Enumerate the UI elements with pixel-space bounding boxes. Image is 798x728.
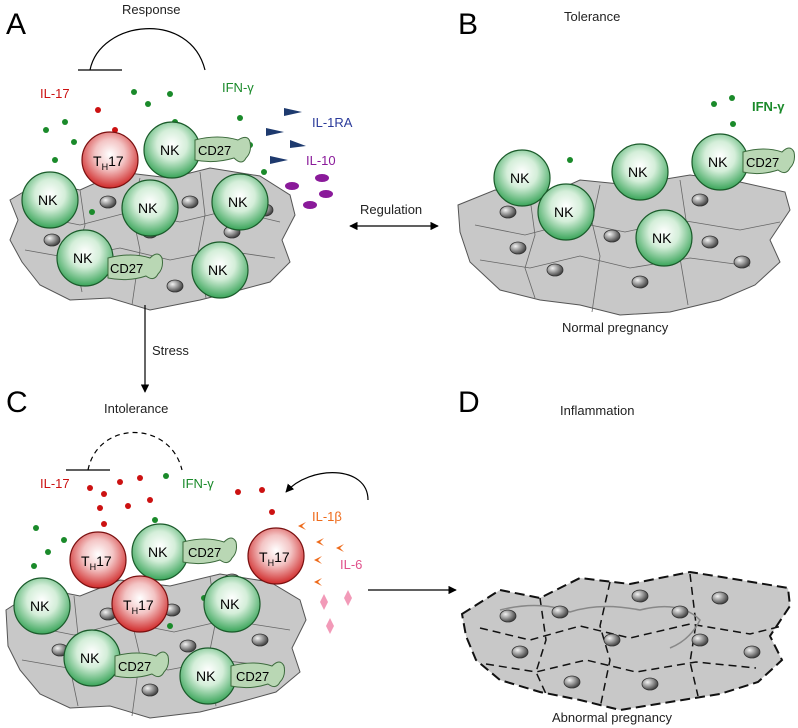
ifn-gamma-label-a: IFN-γ	[222, 80, 254, 95]
nk-cell-c3: NK	[203, 575, 261, 633]
svg-text:NK: NK	[38, 192, 58, 208]
panel-b: B Tolerance IFN-γ N	[457, 8, 795, 335]
svg-text:NK: NK	[208, 262, 228, 278]
il10-label-a: IL-10	[306, 153, 336, 168]
stress-arrow: Stress	[140, 305, 189, 393]
svg-text:Regulation: Regulation	[360, 202, 422, 217]
panel-d: D Inflammation Abnormal pregnancy	[458, 386, 792, 725]
svg-text:NK: NK	[148, 544, 168, 560]
nk-cell-c2: NK	[13, 577, 71, 635]
inflammation-label: Inflammation	[560, 403, 634, 418]
il17-dots-c	[87, 475, 275, 527]
il1b-markers-c	[298, 522, 344, 586]
svg-text:NK: NK	[708, 154, 728, 170]
svg-text:TH17: TH17	[93, 153, 124, 172]
th17-cell-c1: TH17	[69, 531, 127, 589]
svg-text:NK: NK	[228, 194, 248, 210]
tolerance-label: Tolerance	[564, 9, 620, 24]
svg-text:NK: NK	[196, 668, 216, 684]
cd27-receptor-a5	[107, 253, 163, 281]
nk-cell-a2: NK	[21, 171, 79, 229]
response-label: Response	[122, 2, 181, 17]
nk-cell-a5: NK CD27	[56, 229, 163, 287]
svg-text:CD27: CD27	[198, 143, 231, 158]
nk-cell-b2: NK	[611, 143, 669, 201]
cd27-receptor-c4	[114, 651, 169, 679]
il17-label-c: IL-17	[40, 476, 70, 491]
svg-text:NK: NK	[220, 596, 240, 612]
tissue-nuclei-d	[499, 589, 761, 691]
svg-text:CD27: CD27	[236, 669, 269, 684]
svg-text:NK: NK	[510, 170, 530, 186]
svg-text:TH17: TH17	[81, 553, 112, 572]
response-feedback-arc	[89, 28, 206, 71]
ifn-gamma-dots-b	[567, 95, 736, 163]
nk-cell-b1: NK	[493, 149, 551, 207]
normal-pregnancy-label: Normal pregnancy	[562, 320, 669, 335]
regulation-arrow: Regulation	[349, 202, 439, 231]
panel-a-letter: A	[6, 8, 26, 41]
nk-cell-c1: NK CD27	[131, 523, 237, 581]
il17-label-a: IL-17	[40, 86, 70, 101]
ifn-gamma-label-c: IFN-γ	[182, 476, 214, 491]
abnormal-pregnancy-label: Abnormal pregnancy	[552, 710, 672, 725]
svg-text:CD27: CD27	[746, 155, 779, 170]
intolerance-feedback-arc	[87, 431, 183, 471]
panel-c-letter: C	[6, 386, 28, 419]
nk-cell-a4: NK	[211, 173, 269, 231]
il1b-label-c: IL-1β	[312, 509, 342, 524]
svg-text:NK: NK	[73, 250, 93, 266]
panel-d-letter: D	[458, 386, 480, 419]
nk-cell-b4: NK	[635, 209, 693, 267]
il6-markers-c	[320, 590, 352, 634]
th17-cell-c3: TH17	[111, 575, 169, 633]
svg-text:TH17: TH17	[123, 597, 154, 616]
nk-cell-b5: NK CD27	[691, 133, 795, 191]
nk-cell-b3: NK	[537, 183, 595, 241]
svg-text:TH17: TH17	[259, 549, 290, 568]
inflamed-tissue-d	[460, 570, 792, 712]
il1b-feedback-arrow	[285, 472, 369, 501]
svg-text:NK: NK	[138, 200, 158, 216]
panel-c: C Intolerance IL-17 IFN-γ IL-1β IL-6	[5, 386, 369, 719]
svg-text:Stress: Stress	[152, 343, 189, 358]
svg-text:NK: NK	[160, 142, 180, 158]
cd27-receptor-c5	[230, 661, 285, 689]
il1ra-markers-a	[266, 108, 306, 164]
intolerance-label: Intolerance	[104, 401, 168, 416]
cd27-receptor-b5	[742, 147, 795, 175]
nk-cell-a6: NK	[191, 241, 249, 299]
cd27-receptor-a1	[194, 136, 251, 163]
svg-text:CD27: CD27	[188, 545, 221, 560]
svg-text:NK: NK	[652, 230, 672, 246]
nk-cell-a3: NK	[121, 179, 179, 237]
il10-markers-a	[285, 174, 333, 209]
th17-cell-c2: TH17	[247, 527, 305, 585]
panel-b-letter: B	[458, 8, 478, 41]
il1ra-label-a: IL-1RA	[312, 115, 353, 130]
cd27-receptor-c1	[182, 537, 237, 565]
il6-label-c: IL-6	[340, 557, 362, 572]
svg-text:CD27: CD27	[110, 261, 143, 276]
nk-cell-c5: NK CD27	[179, 647, 285, 705]
ifn-gamma-dots-c	[31, 473, 207, 629]
panel-a: A Response IL-17 IFN-γ IL-1RA IL-10	[6, 2, 353, 311]
svg-text:NK: NK	[628, 164, 648, 180]
svg-text:NK: NK	[554, 204, 574, 220]
th17-cell-a: TH17	[81, 131, 139, 189]
svg-text:NK: NK	[80, 650, 100, 666]
tissue-fold-d	[499, 604, 701, 649]
tissue-nuclei-b	[499, 193, 751, 289]
nk-cell-a1: NK CD27	[143, 121, 251, 179]
il17-dots-a	[95, 107, 118, 133]
nk-cell-c4: NK CD27	[63, 629, 169, 687]
svg-text:NK: NK	[30, 598, 50, 614]
svg-text:CD27: CD27	[118, 659, 151, 674]
ifn-gamma-label-b: IFN-γ	[752, 99, 785, 114]
